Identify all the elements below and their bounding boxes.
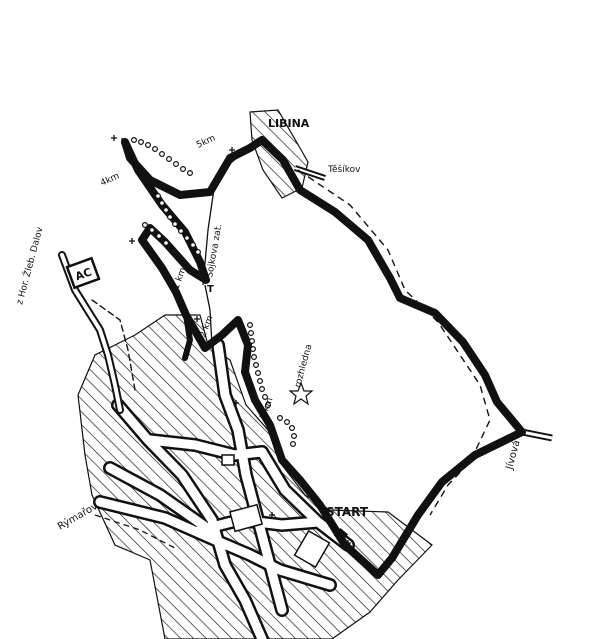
ac-label: AC	[73, 265, 93, 283]
race-route	[121, 136, 526, 579]
km-4-label: 4km	[99, 171, 121, 188]
rozhledna-icon	[288, 381, 314, 406]
rymarov-label: Rýmařov	[56, 500, 100, 532]
dashed-road-west	[94, 514, 176, 549]
cross-markers	[111, 135, 351, 546]
ac-marker: AC	[65, 256, 101, 290]
t-marker-label: T	[207, 284, 214, 295]
km-5-label: 5km	[195, 133, 217, 150]
hor-zleb-label: z Hor. Žleb. Dalov	[13, 225, 45, 306]
town-streets	[93, 338, 355, 639]
km-1-label-b: 1 km	[258, 396, 275, 421]
start-label: START	[326, 505, 369, 519]
start-marker	[333, 527, 349, 543]
dotted-route	[131, 137, 298, 448]
road-terikov	[294, 165, 326, 181]
km-1-label-a: 1 km	[171, 266, 188, 291]
town-blocks	[221, 454, 331, 569]
dashed-road-east	[297, 169, 491, 516]
terikov-label: Těšíkov	[327, 164, 361, 175]
libina-label: LIBINA	[268, 117, 310, 130]
rozhledna-label: rozhledna	[293, 343, 314, 388]
road-jivova	[521, 428, 553, 442]
